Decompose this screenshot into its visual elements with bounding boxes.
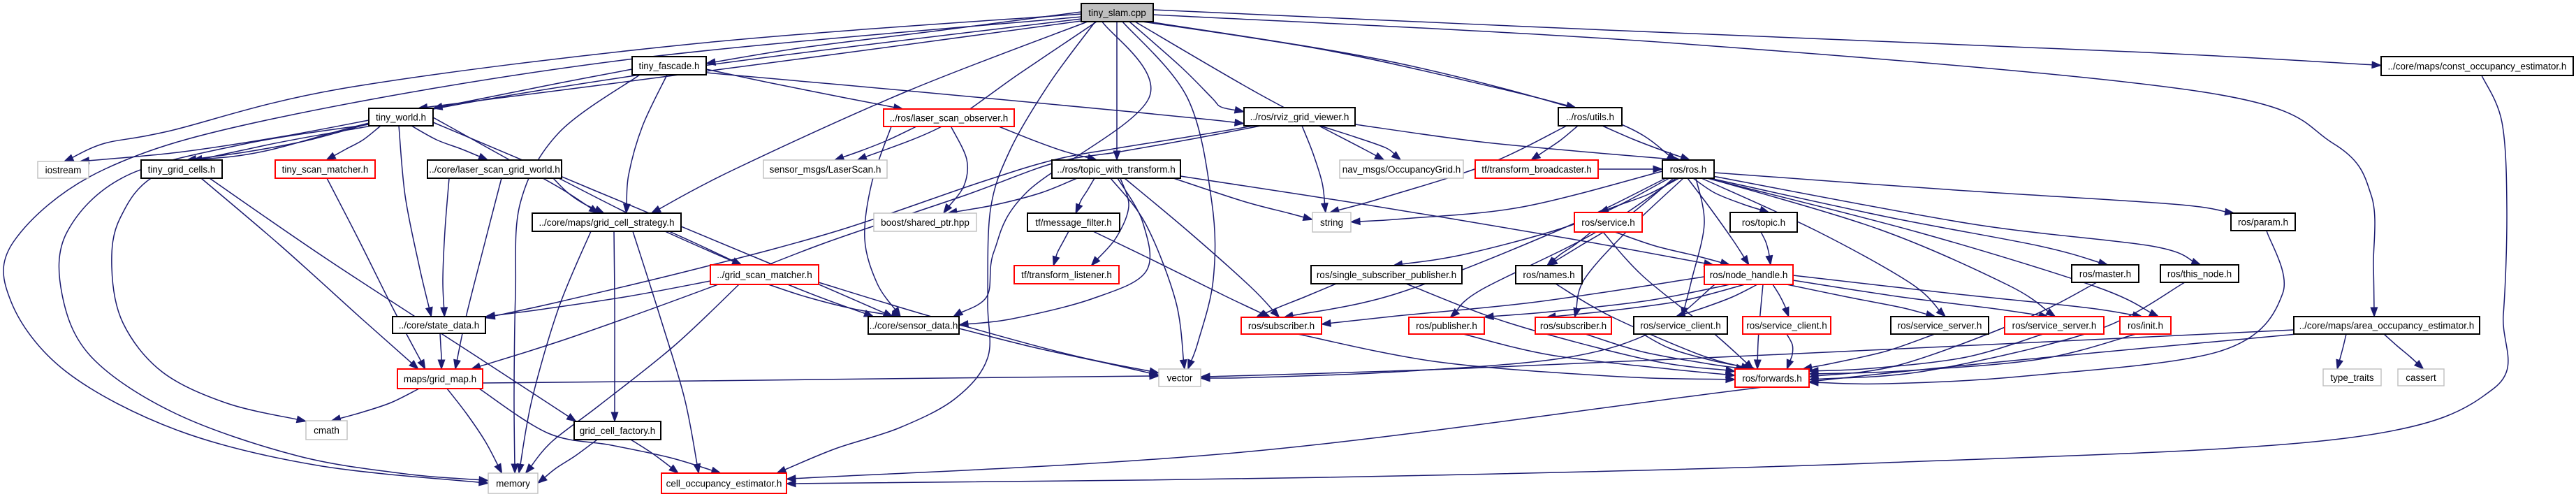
svg-text:cassert: cassert bbox=[2406, 373, 2436, 383]
svg-text:maps/grid_map.h: maps/grid_map.h bbox=[404, 374, 476, 384]
svg-text:nav_msgs/OccupancyGrid.h: nav_msgs/OccupancyGrid.h bbox=[1342, 164, 1461, 175]
svg-text:../core/sensor_data.h: ../core/sensor_data.h bbox=[870, 320, 958, 331]
svg-text:sensor_msgs/LaserScan.h: sensor_msgs/LaserScan.h bbox=[770, 164, 881, 175]
svg-text:ros/init.h: ros/init.h bbox=[2128, 320, 2163, 331]
svg-text:cmath: cmath bbox=[314, 425, 339, 435]
svg-text:tiny_world.h: tiny_world.h bbox=[376, 112, 426, 122]
svg-text:ros/publisher.h: ros/publisher.h bbox=[1416, 321, 1477, 331]
svg-text:ros/service_client.h: ros/service_client.h bbox=[1640, 320, 1721, 331]
svg-text:ros/ros.h: ros/ros.h bbox=[1670, 164, 1707, 175]
svg-text:ros/master.h: ros/master.h bbox=[2079, 268, 2131, 279]
svg-text:grid_cell_factory.h: grid_cell_factory.h bbox=[580, 426, 656, 436]
svg-text:../core/maps/grid_cell_strateg: ../core/maps/grid_cell_strategy.h bbox=[539, 217, 674, 228]
svg-text:tf/transform_listener.h: tf/transform_listener.h bbox=[1021, 270, 1112, 280]
svg-text:../grid_scan_matcher.h: ../grid_scan_matcher.h bbox=[717, 270, 812, 280]
svg-text:type_traits: type_traits bbox=[2330, 373, 2374, 383]
svg-text:ros/service_client.h: ros/service_client.h bbox=[1746, 320, 1827, 331]
svg-text:../core/maps/area_occupancy_es: ../core/maps/area_occupancy_estimator.h bbox=[2299, 320, 2475, 331]
svg-text:boost/shared_ptr.hpp: boost/shared_ptr.hpp bbox=[881, 217, 969, 228]
svg-text:../core/maps/const_occupancy_e: ../core/maps/const_occupancy_estimator.h bbox=[2388, 61, 2567, 71]
svg-text:tiny_fascade.h: tiny_fascade.h bbox=[638, 61, 699, 71]
svg-text:ros/this_node.h: ros/this_node.h bbox=[2167, 268, 2232, 279]
svg-text:tiny_scan_matcher.h: tiny_scan_matcher.h bbox=[282, 164, 369, 175]
svg-text:ros/service.h: ros/service.h bbox=[1581, 217, 1635, 228]
svg-text:ros/node_handle.h: ros/node_handle.h bbox=[1710, 270, 1788, 280]
svg-text:string: string bbox=[1320, 217, 1343, 228]
svg-text:ros/service_server.h: ros/service_server.h bbox=[2012, 320, 2097, 331]
svg-text:ros/names.h: ros/names.h bbox=[1523, 270, 1574, 280]
svg-text:../core/laser_scan_grid_world.: ../core/laser_scan_grid_world.h bbox=[429, 164, 560, 175]
svg-text:memory: memory bbox=[496, 478, 530, 489]
svg-text:ros/subscriber.h: ros/subscriber.h bbox=[1540, 321, 1607, 331]
svg-text:iostream: iostream bbox=[45, 165, 82, 175]
svg-text:../core/state_data.h: ../core/state_data.h bbox=[399, 320, 480, 331]
svg-text:tf/message_filter.h: tf/message_filter.h bbox=[1035, 217, 1112, 228]
svg-text:vector: vector bbox=[1167, 373, 1193, 383]
svg-text:cell_occupancy_estimator.h: cell_occupancy_estimator.h bbox=[666, 478, 782, 489]
svg-text:ros/param.h: ros/param.h bbox=[2238, 217, 2288, 227]
svg-text:../ros/rviz_grid_viewer.h: ../ros/rviz_grid_viewer.h bbox=[1250, 112, 1349, 122]
svg-text:tiny_slam.cpp: tiny_slam.cpp bbox=[1088, 8, 1146, 18]
svg-text:ros/topic.h: ros/topic.h bbox=[1742, 217, 1785, 228]
svg-text:tf/transform_broadcaster.h: tf/transform_broadcaster.h bbox=[1481, 164, 1592, 175]
svg-text:../ros/topic_with_transform.h: ../ros/topic_with_transform.h bbox=[1057, 164, 1176, 175]
svg-text:ros/single_subscriber_publishe: ros/single_subscriber_publisher.h bbox=[1317, 270, 1456, 280]
svg-text:../ros/laser_scan_observer.h: ../ros/laser_scan_observer.h bbox=[890, 113, 1009, 123]
svg-text:ros/subscriber.h: ros/subscriber.h bbox=[1248, 321, 1315, 331]
svg-text:ros/service_server.h: ros/service_server.h bbox=[1898, 320, 1982, 331]
svg-text:ros/forwards.h: ros/forwards.h bbox=[1742, 373, 1802, 384]
svg-text:tiny_grid_cells.h: tiny_grid_cells.h bbox=[148, 164, 216, 175]
svg-text:../ros/utils.h: ../ros/utils.h bbox=[1566, 112, 1614, 122]
